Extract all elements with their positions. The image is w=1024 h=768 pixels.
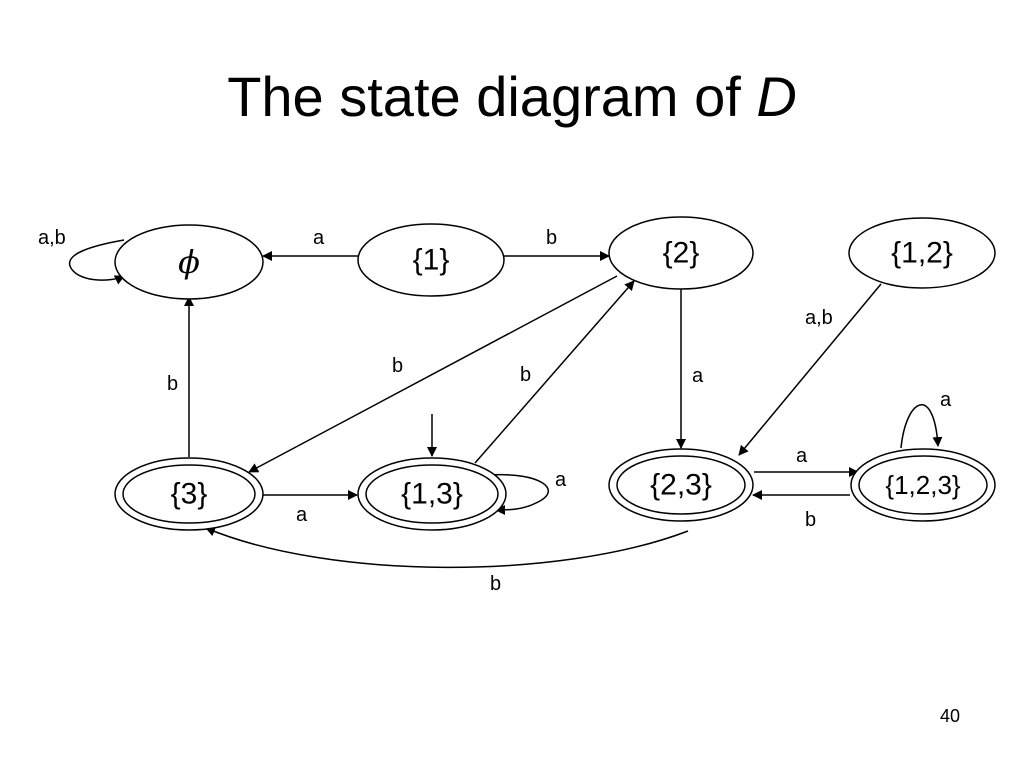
slide-title: The state diagram of D <box>0 62 1024 132</box>
transition-s13-to-s2: b <box>474 280 635 464</box>
state-label: {2} <box>663 237 700 270</box>
transition-label: b <box>167 373 178 395</box>
transition-label: a <box>313 227 325 249</box>
transition-label: a <box>940 389 952 411</box>
state-s12: {1,2} <box>848 217 996 289</box>
transition-label: a,b <box>805 307 833 329</box>
transition-s1-to-s2: b <box>504 227 610 261</box>
slide-title-text: The state diagram of <box>227 65 757 128</box>
state-label: {1} <box>413 244 450 277</box>
state-label: {1,2} <box>891 237 953 270</box>
transition-label: b <box>490 573 501 595</box>
transition-s123-self-loop: a <box>900 389 952 449</box>
state-s3-accepting: {3} <box>114 457 264 531</box>
state-s23-accepting: {2,3} <box>608 448 754 522</box>
states: ϕ {1} {2} {1,2} {3} {1,3} {2,3} <box>114 216 996 531</box>
transition-s2-to-s23: a <box>676 288 704 449</box>
slide-title-variable: D <box>756 65 797 128</box>
state-s13-accepting-start: {1,3} <box>357 457 507 531</box>
state-label: {1,2,3} <box>885 470 961 500</box>
state-label: {3} <box>171 478 208 511</box>
transition-s13-self-loop: a <box>489 469 567 515</box>
transition-label: a <box>796 445 808 467</box>
transition-label: a <box>555 469 567 491</box>
state-label: {1,3} <box>401 478 463 511</box>
state-s1: {1} <box>357 223 505 297</box>
transition-s23-to-s123: a <box>754 445 859 477</box>
transition-label: b <box>805 509 816 531</box>
page-number: 40 <box>939 706 961 726</box>
transitions: a,b a b b b b a <box>38 227 952 595</box>
transition-label: a <box>296 504 308 526</box>
transition-empty-self-loop: a,b <box>38 227 125 285</box>
transition-s123-to-s23: b <box>752 490 850 531</box>
transition-s12-to-s23: a,b <box>738 283 882 456</box>
state-empty: ϕ <box>114 224 264 300</box>
transition-label: a <box>692 365 704 387</box>
transition-s3-to-s13: a <box>263 490 358 526</box>
transition-s23-to-s3: b <box>205 526 689 595</box>
transition-s3-to-empty: b <box>167 296 194 457</box>
transition-label: b <box>546 227 557 249</box>
transition-label: b <box>392 355 403 377</box>
state-label: ϕ <box>178 243 200 281</box>
state-s2: {2} <box>608 216 754 290</box>
state-s123-accepting: {1,2,3} <box>850 448 996 522</box>
transition-label: b <box>520 364 531 386</box>
state-label: {2,3} <box>650 469 712 502</box>
transition-s1-to-empty: a <box>262 227 358 261</box>
transition-label: a,b <box>38 227 66 249</box>
transition-s2-to-s3: b <box>248 275 618 473</box>
